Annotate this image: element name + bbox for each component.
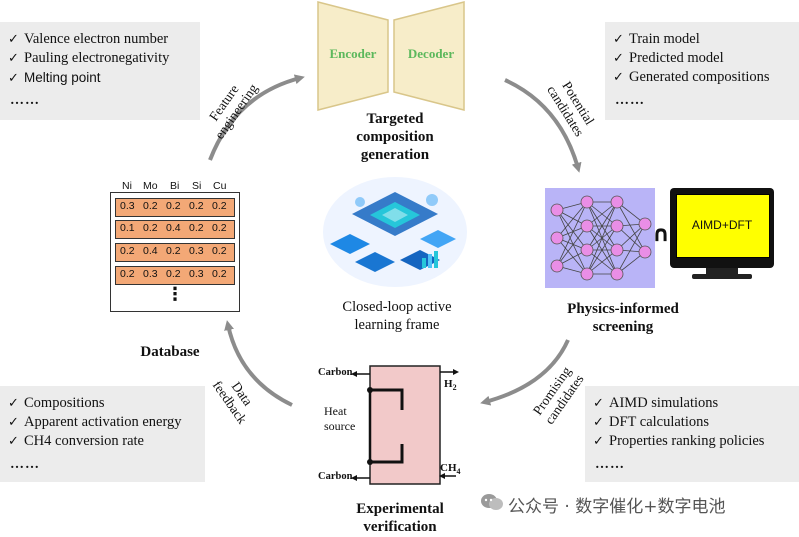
database-caption: Database	[140, 344, 200, 360]
h2-label: H2	[444, 378, 457, 393]
check-icon: ✓	[593, 434, 604, 449]
list-item: ✓Melting point	[8, 70, 101, 86]
more-ellipsis: ……	[595, 457, 625, 472]
closed-loop-illustration	[323, 177, 467, 287]
monitor-base	[692, 274, 752, 279]
neural-network-graphic	[545, 188, 655, 288]
list-item: ✓Train model	[613, 31, 700, 47]
check-icon: ✓	[8, 415, 19, 430]
screening-list-box: ✓AIMD simulations ✓DFT calculations ✓Pro…	[585, 386, 799, 482]
database-ellipsis: ⋮	[166, 284, 184, 305]
reactor-graphic	[351, 365, 459, 485]
list-item: ✓Apparent activation energy	[8, 414, 182, 430]
check-icon: ✓	[613, 32, 624, 47]
ch4-label: CH4	[440, 462, 461, 477]
more-ellipsis: ……	[10, 93, 40, 108]
arrow-data-feedback	[224, 320, 293, 407]
check-icon: ✓	[593, 396, 604, 411]
encoder-shape	[317, 1, 389, 111]
intersection-symbol: ∩	[652, 222, 670, 247]
monitor-stand	[706, 268, 738, 274]
more-ellipsis: ……	[10, 457, 40, 472]
center-caption: Closed-loop active learning frame	[342, 299, 452, 333]
list-item: ✓Pauling electronegativity	[8, 50, 170, 66]
model-list-box: ✓Train model ✓Predicted model ✓Generated…	[605, 22, 799, 120]
feature-list-box: ✓Valence electron number ✓Pauling electr…	[0, 22, 200, 120]
table-row: 0.2 0.4 0.2 0.3 0.2	[115, 243, 235, 262]
check-icon: ✓	[8, 434, 19, 449]
verification-caption: Experimental verification	[356, 501, 444, 535]
list-item: ✓DFT calculations	[593, 414, 710, 430]
list-item: ✓AIMD simulations	[593, 395, 719, 411]
check-icon: ✓	[8, 396, 19, 411]
model-list: ✓Train model ✓Predicted model ✓Generated…	[613, 30, 770, 87]
carbon-top-label: Carbon	[318, 367, 353, 378]
wechat-icon	[480, 492, 504, 512]
list-item: ✓Properties ranking policies	[593, 433, 765, 449]
table-row: 0.3 0.2 0.2 0.2 0.2	[115, 198, 235, 217]
check-icon: ✓	[8, 71, 19, 86]
check-icon: ✓	[593, 415, 604, 430]
decoder-shape	[393, 1, 465, 111]
decoder-label: Decoder	[407, 46, 455, 61]
screening-list: ✓AIMD simulations ✓DFT calculations ✓Pro…	[593, 394, 764, 451]
list-item: ✓Generated compositions	[613, 69, 770, 85]
feature-list: ✓Valence electron number ✓Pauling electr…	[8, 30, 169, 88]
heat-source-label: Heat source	[324, 404, 356, 433]
check-icon: ✓	[613, 51, 624, 66]
more-ellipsis: ……	[615, 93, 645, 108]
screening-caption: Physics-informed screening	[567, 301, 679, 335]
carbon-bottom-label: Carbon	[318, 471, 353, 482]
table-row: 0.2 0.3 0.2 0.3 0.2	[115, 266, 235, 285]
encoder-label: Encoder	[329, 46, 377, 61]
list-item: ✓Valence electron number	[8, 31, 169, 47]
monitor-text: AIMD+DFT	[691, 218, 753, 232]
table-row: 0.1 0.2 0.4 0.2 0.2	[115, 220, 235, 239]
arrow-feature-engineering	[208, 74, 305, 161]
watermark-text: 公众号 · 数字催化+数字电池	[508, 497, 726, 517]
check-icon: ✓	[613, 70, 624, 85]
encoder-decoder-graphic	[317, 1, 465, 111]
list-item: ✓Predicted model	[613, 50, 724, 66]
monitor-icon: AIMD+DFT	[670, 188, 774, 268]
feedback-list-box: ✓Compositions ✓Apparent activation energ…	[0, 386, 205, 482]
feedback-list: ✓Compositions ✓Apparent activation energ…	[8, 394, 182, 451]
list-item: ✓Compositions	[8, 395, 105, 411]
check-icon: ✓	[8, 51, 19, 66]
list-item: ✓CH4 conversion rate	[8, 433, 144, 449]
arrow-promising-candidates	[480, 339, 570, 406]
wechat-logo-svg	[481, 494, 503, 510]
generation-caption: Targeted composition generation	[356, 111, 434, 163]
monitor-screen	[676, 194, 770, 258]
check-icon: ✓	[8, 32, 19, 47]
arrow-potential-candidates	[504, 78, 582, 173]
